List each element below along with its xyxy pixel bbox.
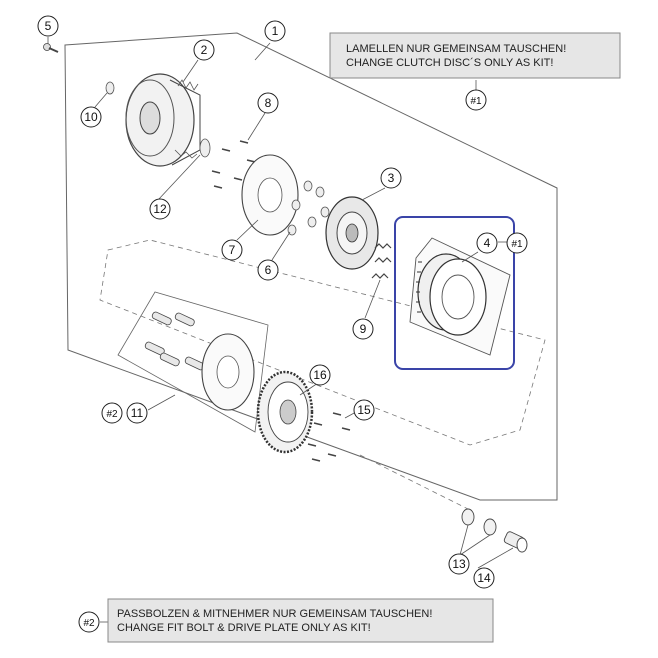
gear-16 [256, 370, 314, 454]
axis-line [359, 454, 471, 511]
note-kit1-line2: CHANGE CLUTCH DISC´S ONLY AS KIT! [346, 57, 553, 69]
callout-5-label: 5 [45, 19, 52, 33]
callout-ref1-label: #1 [470, 96, 482, 107]
callout-6[interactable] [257, 259, 279, 281]
callout-16-label: 16 [313, 368, 327, 382]
fit-bolts-11 [144, 311, 205, 371]
callout-16[interactable] [309, 364, 331, 386]
callout-11[interactable] [126, 402, 148, 424]
callout-11-label: 11 [131, 406, 144, 420]
assembly-frame [64, 32, 558, 501]
note-kit1-line1: LAMELLEN NUR GEMEINSAM TAUSCHEN! [346, 43, 566, 55]
callout-4-label: 4 [484, 236, 491, 250]
springs-9 [371, 243, 392, 279]
callout-8-label: 8 [265, 96, 272, 110]
sleeve-14 [503, 531, 528, 553]
callout-3-label: 3 [388, 171, 395, 185]
callout-ref2-note[interactable] [78, 611, 100, 633]
drive-plate-11 [201, 333, 255, 411]
callout-15-label: 15 [357, 403, 371, 417]
callout-ref2-label: #2 [106, 409, 118, 420]
callout-10-label: 10 [84, 110, 98, 124]
callout-7[interactable] [221, 239, 243, 261]
callout-2-label: 2 [201, 43, 208, 57]
callout-7-label: 7 [229, 243, 236, 257]
note-kit2-line2: CHANGE FIT BOLT & DRIVE PLATE ONLY AS KI… [117, 622, 371, 634]
thrust-washer-12 [199, 138, 211, 158]
screws-15 [307, 412, 351, 462]
callout-ref1[interactable] [465, 89, 487, 111]
callout-10[interactable] [80, 106, 102, 128]
note-box-kit2: PASSBOLZEN & MITNEHMER NUR GEMEINSAM TAU… [107, 598, 494, 643]
callout-15[interactable] [353, 399, 375, 421]
callout-1-label: 1 [272, 24, 279, 38]
dashed-subassembly-frame [99, 239, 546, 446]
leader-lines [47, 37, 514, 623]
callout-ref2[interactable] [101, 402, 123, 424]
callout-9[interactable] [352, 318, 374, 340]
clutch-basket [125, 73, 201, 167]
callout-9-label: 9 [360, 322, 367, 336]
note-kit2-line1: PASSBOLZEN & MITNEHMER NUR GEMEINSAM TAU… [117, 608, 432, 620]
callout-5[interactable] [37, 15, 59, 37]
callout-2[interactable] [193, 39, 215, 61]
bolt-5 [43, 43, 59, 53]
callout-1[interactable] [264, 20, 286, 42]
callouts [37, 15, 528, 633]
callout-ref2-note-label: #2 [83, 618, 95, 629]
washer-10 [105, 81, 115, 95]
pressure-plate-7 [241, 154, 299, 236]
callout-12-label: 12 [153, 202, 167, 216]
bushings-13 [461, 508, 497, 536]
callout-4[interactable] [476, 232, 498, 254]
callout-8[interactable] [257, 92, 279, 114]
callout-14[interactable] [473, 567, 495, 589]
callout-12[interactable] [149, 198, 171, 220]
callout-3[interactable] [380, 167, 402, 189]
callout-13-label: 13 [452, 557, 466, 571]
callout-ref1-inline-label: #1 [511, 239, 523, 250]
pins-6 [287, 180, 330, 236]
clutch-disc-pack-4 [409, 237, 511, 356]
clutch-hub-3 [325, 196, 379, 270]
callout-ref1-inline[interactable] [506, 232, 528, 254]
drive-plate-kit-frame [117, 291, 269, 433]
callout-labels: 1 2 3 4 5 6 7 8 9 10 11 12 13 14 15 16 #… [45, 19, 523, 629]
callout-13[interactable] [448, 553, 470, 575]
callout-14-label: 14 [477, 571, 491, 585]
callout-6-label: 6 [265, 263, 272, 277]
note-box-kit1: LAMELLEN NUR GEMEINSAM TAUSCHEN! CHANGE … [329, 32, 621, 79]
highlight-box[interactable] [394, 216, 515, 370]
